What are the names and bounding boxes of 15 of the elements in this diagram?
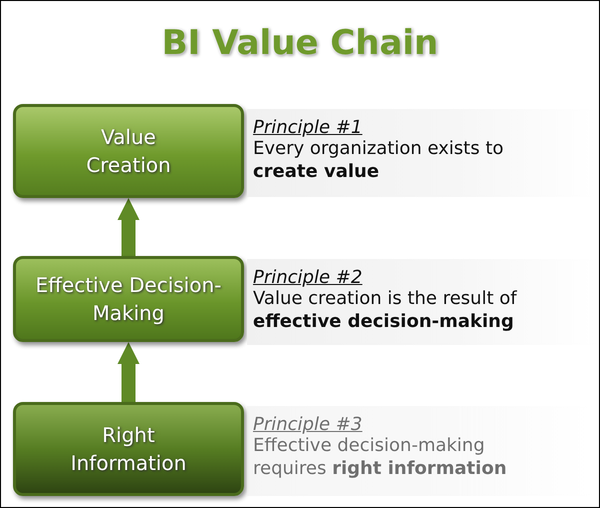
- process-box: [13, 256, 244, 342]
- arrow: [118, 198, 140, 256]
- principle-text: Effective decision-making requires right information: [253, 435, 508, 480]
- process-box: [13, 402, 244, 496]
- box-label: Value Creation: [85, 124, 172, 179]
- title: BI Value Chain: [160, 23, 440, 63]
- process-box: [13, 104, 244, 198]
- arrow: [118, 342, 140, 402]
- principle-heading: Principle #2: [253, 267, 364, 288]
- box-label: Effective Decision-Making: [34, 272, 222, 327]
- box-label: Right Information: [70, 422, 188, 477]
- principle-heading: Principle #1: [253, 117, 364, 138]
- principle-text: Every organization exists to create value: [253, 138, 505, 183]
- principle-heading: Principle #3: [253, 414, 364, 435]
- principle-text: Value creation is the result of effective decision-making: [253, 288, 518, 333]
